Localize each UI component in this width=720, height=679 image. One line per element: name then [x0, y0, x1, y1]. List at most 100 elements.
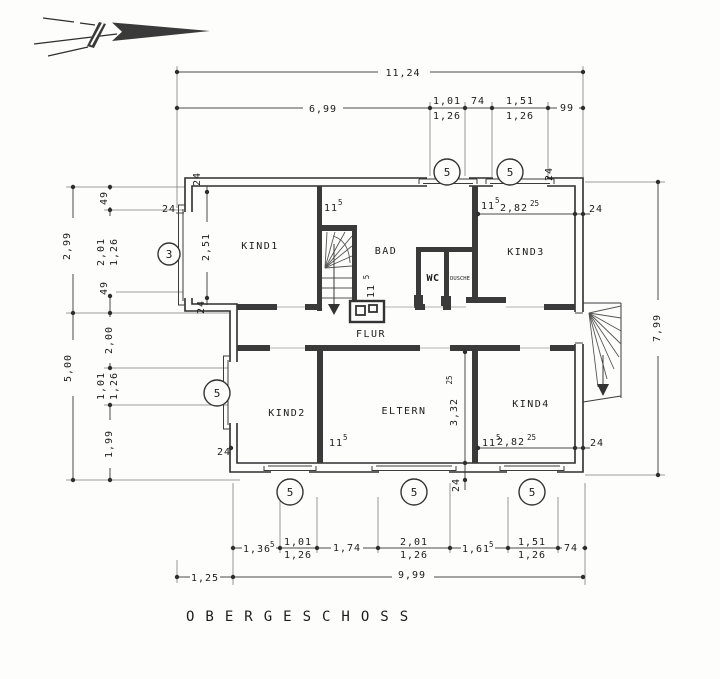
dim-left-inner-b2: 1,26 — [109, 238, 120, 266]
dim-top-w2a: 1,51 — [506, 96, 534, 107]
dim-24-bottomright: 24 — [590, 438, 604, 449]
room-label-kind3: KIND3 — [507, 247, 545, 258]
dim-bottom-b4b: 1,26 — [400, 550, 428, 561]
window-marker-bottom-kind4: 5 — [529, 486, 536, 499]
dim-left-outer-a: 2,99 — [62, 232, 73, 260]
dim-115-kind3-sup: 5 — [495, 196, 500, 205]
marker-circle — [203, 379, 231, 407]
window-bottom-eltern — [371, 464, 457, 474]
dim-top-seg1: 6,99 — [309, 104, 337, 115]
room-label-dusche: DUSCHE — [450, 276, 470, 282]
dim-115-kind4: 11 — [482, 438, 496, 449]
dim-24-topwindow: 24 — [544, 167, 555, 181]
window-bottom-kind2 — [263, 464, 317, 474]
dim-115-kind4-sup: 5 — [496, 433, 501, 442]
dim-115-flur-sup: 5 — [362, 275, 371, 280]
dim-bottom-b1-sup: 5 — [270, 540, 275, 549]
window-marker-bottom-eltern: 5 — [411, 486, 418, 499]
exterior-door-right — [574, 312, 584, 344]
dim-bottom-b4a: 2,01 — [400, 537, 428, 548]
room-label-kind1: KIND1 — [241, 241, 279, 252]
dim-bottom-b5: 1,61 — [462, 544, 490, 555]
dim-bottom-b2b: 1,26 — [284, 550, 312, 561]
dim-top-seg3: 99 — [560, 103, 574, 114]
dim-115-kind1-sup: 5 — [338, 198, 343, 207]
exterior-walls — [184, 177, 584, 473]
exterior-staircase-icon — [582, 302, 622, 403]
dim-left-inner-c: 49 — [99, 281, 110, 295]
dim-top-w1b: 1,26 — [433, 111, 461, 122]
dim-282-top: 2,82 — [500, 203, 528, 214]
north-arrow-icon — [33, 17, 210, 57]
marker-circle — [157, 242, 181, 266]
dim-bottom-b1: 1,36 — [243, 544, 271, 555]
dim-bottom-b6a: 1,51 — [518, 537, 546, 548]
windows — [178, 176, 584, 474]
window-marker-left-lower: 5 — [214, 387, 221, 400]
dim-115-kind1: 11 — [324, 203, 338, 214]
dim-top-seg2: 74 — [471, 96, 485, 107]
door-openings — [270, 306, 550, 349]
dim-24-left: 24 — [162, 204, 176, 215]
room-labels: KIND1 BAD KIND3 WC DUSCHE FLUR KIND2 ELT… — [241, 241, 550, 419]
room-label-bad: BAD — [375, 246, 398, 257]
dim-left-inner-e2: 1,26 — [109, 372, 120, 400]
dim-282-bottom-sup: 25 — [527, 433, 536, 442]
dim-24-bottomleft: 24 — [217, 447, 231, 458]
marker-circle — [400, 478, 428, 506]
dim-282-top-sup: 25 — [530, 199, 539, 208]
window-marker-top-right: 5 — [507, 166, 514, 179]
dim-bottom-b2a: 1,01 — [284, 537, 312, 548]
page-title: OBERGESCHOSS — [186, 609, 419, 625]
dim-bottom-b3: 1,74 — [333, 543, 361, 554]
window-bottom-kind4 — [499, 464, 565, 474]
window-marker-bottom-kind2: 5 — [287, 486, 294, 499]
interior-walls — [237, 186, 575, 463]
extension-lines — [66, 66, 665, 585]
window-marker-left-bay: 3 — [166, 248, 173, 261]
marker-circle — [276, 478, 304, 506]
dim-115-kind2: 11 — [329, 438, 343, 449]
dim-bottom-b6b: 1,26 — [518, 550, 546, 561]
dim-left-inner-f: 1,99 — [104, 430, 115, 458]
dimension-texts: 11,24 6,99 1,01 1,26 74 1,51 1,26 99 2,9… — [62, 68, 663, 584]
room-label-eltern: ELTERN — [381, 406, 426, 417]
room-label-flur: FLUR — [356, 329, 386, 340]
dim-bottom-b5-sup: 5 — [489, 540, 494, 549]
dim-115-flur: 11 — [366, 284, 377, 298]
marker-circle — [496, 158, 524, 186]
dim-bottom-total: 9,99 — [398, 570, 426, 581]
dim-left-inner-e1: 1,01 — [96, 372, 107, 400]
dim-332: 3,32 — [449, 398, 460, 426]
room-label-kind4: KIND4 — [512, 399, 550, 410]
dim-left-outer-b: 5,00 — [63, 354, 74, 382]
dim-wall-251: 2,51 — [201, 233, 212, 261]
dim-top-total: 11,24 — [385, 68, 420, 79]
dim-115-kind2-sup: 5 — [343, 433, 348, 442]
window-markers: 5 5 3 5 5 5 5 — [157, 158, 546, 506]
dimension-lines — [72, 71, 659, 578]
room-label-kind2: KIND2 — [268, 408, 306, 419]
dim-24-topright: 24 — [589, 204, 603, 215]
dim-24-topleft: 24 — [192, 172, 203, 186]
flur-cabinet-icon — [348, 299, 386, 324]
marker-circle — [518, 478, 546, 506]
dim-332-sup: 25 — [445, 375, 454, 384]
dim-left-inner-d: 2,00 — [104, 326, 115, 354]
dim-bottom-b7: 74 — [564, 543, 578, 554]
dimension-dots — [70, 69, 661, 580]
dim-24-bayfoot: 24 — [196, 300, 207, 314]
dim-left-inner-a: 49 — [99, 191, 110, 205]
text-halos — [64, 64, 665, 583]
dim-top-w1a: 1,01 — [433, 96, 461, 107]
dim-left-inner-b1: 2,01 — [96, 238, 107, 266]
dim-115-kind3: 11 — [481, 201, 495, 212]
room-label-wc: WC — [426, 273, 439, 284]
dim-top-w2b: 1,26 — [506, 111, 534, 122]
window-marker-top-left: 5 — [444, 166, 451, 179]
dim-24-bottommid: 24 — [451, 478, 462, 492]
marker-circle — [433, 158, 461, 186]
interior-staircase-icon — [322, 231, 353, 315]
